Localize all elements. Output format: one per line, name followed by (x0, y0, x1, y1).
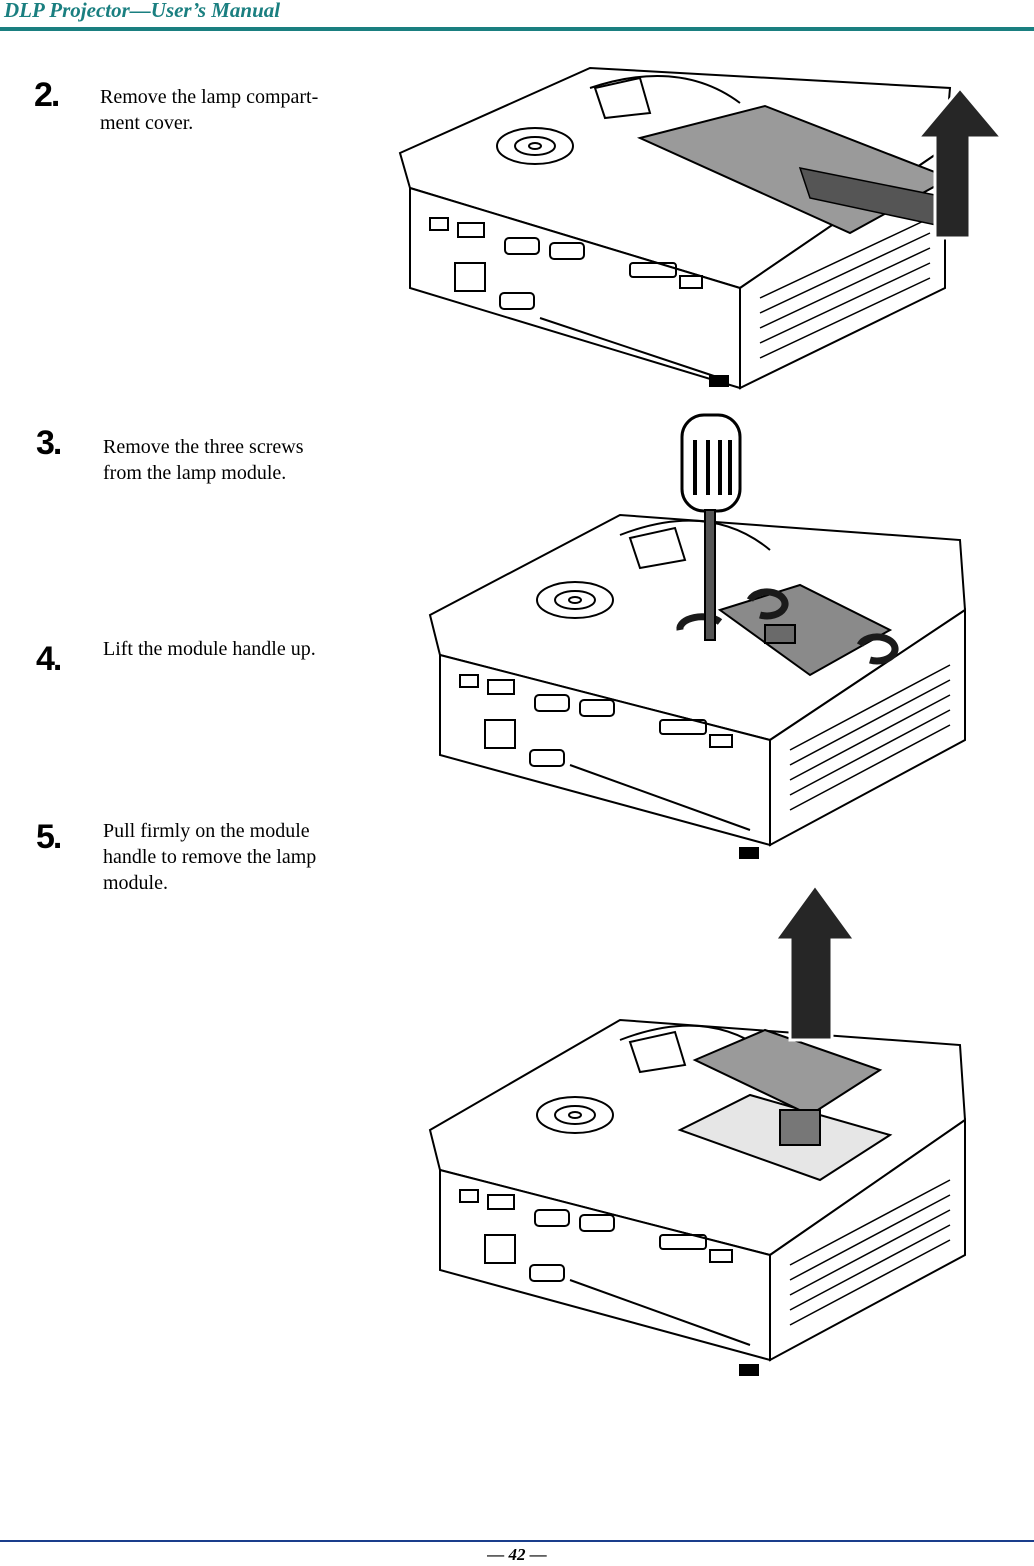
step-number-3: 3. (36, 424, 62, 462)
step-text-3: Remove the three screws from the lamp mo… (103, 436, 304, 484)
up-arrow-icon (772, 882, 858, 1042)
step-number-5: 5. (36, 818, 62, 856)
projector-lamp-cover-figure (398, 66, 1006, 390)
projector-lamp-lift-figure (428, 882, 967, 1376)
projector-screw-figure (428, 413, 967, 859)
step-text-4: Lift the module handle up. (103, 638, 316, 660)
step-number-2: 2. (34, 76, 60, 114)
screwdriver-icon (680, 413, 742, 641)
step-number-4: 4. (36, 640, 62, 678)
page-header-title: DLP Projector—User’s Manual (4, 0, 281, 22)
step-text-5: Pull firmly on the module handle to remo… (103, 820, 317, 894)
page-number: — 42 — (487, 1545, 547, 1564)
step-text-2: Remove the lamp compart- ment cover. (100, 86, 319, 134)
footer-divider (0, 1540, 1034, 1542)
up-arrow-icon (914, 85, 1006, 240)
header-divider (0, 27, 1034, 31)
